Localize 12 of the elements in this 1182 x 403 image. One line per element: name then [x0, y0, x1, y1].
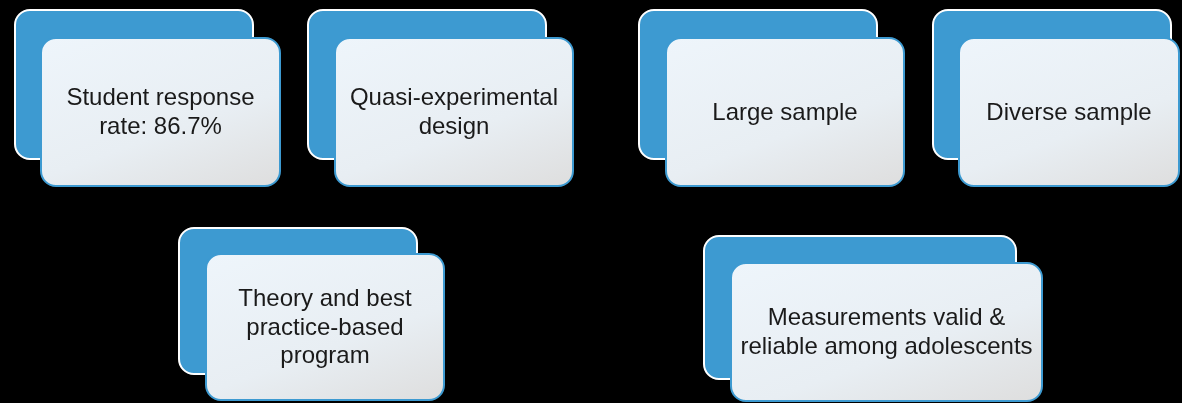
- card-text: Diverse sample: [986, 97, 1152, 127]
- text-card: [205, 253, 445, 401]
- card-text: Measurements valid & reliable among adolescents: [740, 303, 1033, 361]
- text-card: [334, 37, 574, 187]
- card-text: Large sample: [712, 97, 858, 127]
- text-card: [958, 37, 1180, 187]
- card-text: Quasi-experimental design: [348, 83, 560, 141]
- text-card: [665, 37, 905, 187]
- text-card: [40, 37, 281, 187]
- card-text: Student response rate: 86.7%: [65, 83, 256, 141]
- text-card: [730, 262, 1043, 402]
- card-text: Theory and best practice-based program: [237, 283, 413, 371]
